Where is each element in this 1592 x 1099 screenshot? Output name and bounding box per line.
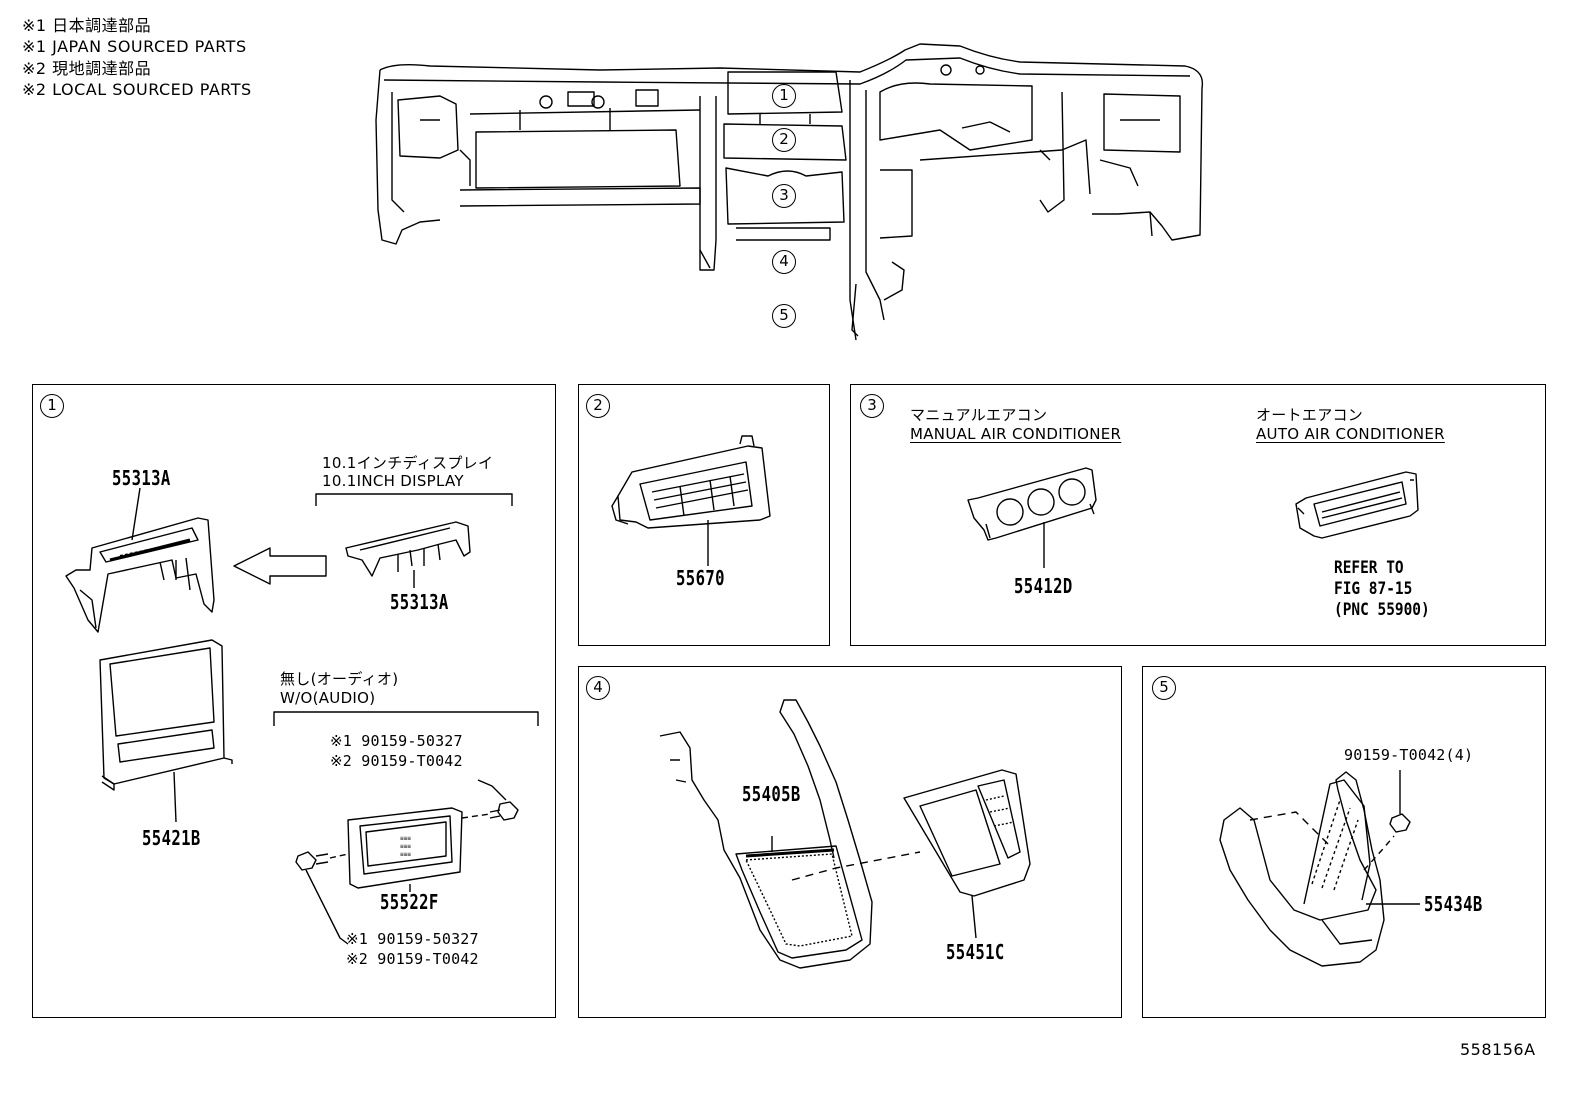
manual-ac-label-jp: マニュアルエアコン	[910, 406, 1048, 424]
panel-1-number: 1	[40, 394, 64, 418]
display-group-bracket	[315, 493, 513, 506]
manual-ac-label-en: MANUAL AIR CONDITIONER	[910, 425, 1122, 443]
part-55412D: 55412D	[1014, 574, 1073, 598]
overview-callout-3: 3	[772, 184, 796, 208]
part-55421B: 55421B	[142, 826, 201, 850]
screw-bottom-part-1: ※1 90159-50327	[346, 930, 479, 948]
audio-group-label-jp: 無し(オーディオ)	[280, 670, 399, 688]
control-55412D-drawing	[967, 467, 1097, 568]
panel-2	[578, 384, 830, 646]
panel-3-number: 3	[860, 394, 884, 418]
overview-callout-2: 2	[772, 128, 796, 152]
part-55522F: 55522F	[380, 890, 439, 914]
note-local-en: ※2 LOCAL SOURCED PARTS	[22, 80, 252, 99]
part-55313A-alt: 55313A	[390, 590, 449, 614]
panel-4-number: 4	[586, 676, 610, 700]
auto-ac-reference-3: (PNC 55900)	[1334, 600, 1430, 620]
auto-ac-label-en: AUTO AIR CONDITIONER	[1256, 425, 1445, 443]
cover-55522F-drawing: ≡≡≡ ≡≡≡ ≡≡≡	[347, 807, 463, 892]
screw-top-drawing	[461, 779, 519, 821]
bezel-55313A-drawing	[65, 517, 215, 633]
screw-55434B-drawing	[1389, 770, 1411, 833]
instrument-panel-reinforcement	[375, 43, 1204, 341]
console-panel-55405B-drawing	[659, 699, 873, 969]
overview-callout-5: 5	[772, 304, 796, 328]
part-55405B: 55405B	[742, 782, 801, 806]
svg-text:≡≡≡: ≡≡≡	[400, 851, 411, 858]
display-group-label-jp: 10.1インチディスプレイ	[322, 454, 494, 472]
note-local-jp: ※2 現地調達部品	[22, 59, 152, 78]
svg-text:≡≡≡: ≡≡≡	[400, 835, 411, 842]
register-55670-drawing	[611, 435, 771, 566]
screw-top-part-2: ※2 90159-T0042	[330, 752, 463, 770]
note-japan-jp: ※1 日本調達部品	[22, 16, 152, 35]
bezel-55313A-alt-drawing	[345, 521, 471, 588]
console-box-55434B-drawing	[1219, 771, 1420, 967]
display-group-label-en: 10.1INCH DISPLAY	[322, 472, 464, 490]
part-55451C: 55451C	[946, 940, 1005, 964]
audio-group-label-en: W/O(AUDIO)	[280, 689, 376, 707]
panel-5-number: 5	[1152, 676, 1176, 700]
console-fitting-line	[791, 851, 921, 881]
auto-ac-control-drawing	[1295, 471, 1419, 539]
screw-bottom-drawing	[295, 851, 349, 945]
panel-4	[578, 666, 1122, 1018]
panel-5	[1142, 666, 1546, 1018]
screw-top-part-1: ※1 90159-50327	[330, 732, 463, 750]
part-55434B: 55434B	[1424, 892, 1483, 916]
part-55313A-main: 55313A	[112, 466, 171, 490]
auto-ac-reference-2: FIG 87-15	[1334, 579, 1413, 599]
shift-panel-55451C-drawing	[903, 769, 1031, 939]
audio-group-bracket	[273, 711, 539, 726]
panel-2-number: 2	[586, 394, 610, 418]
screw-bottom-part-2: ※2 90159-T0042	[346, 950, 479, 968]
panel-1	[32, 384, 556, 1018]
replacement-arrow	[233, 547, 327, 585]
screw-90159-T0042: 90159-T0042(4)	[1344, 746, 1474, 764]
auto-ac-reference-1: REFER TO	[1334, 558, 1404, 578]
panel-3	[850, 384, 1546, 646]
overview-callout-4: 4	[772, 250, 796, 274]
figure-id: 558156A	[1460, 1040, 1536, 1059]
frame-55421B-drawing	[99, 639, 233, 823]
auto-ac-label-jp: オートエアコン	[1256, 406, 1364, 424]
note-japan-en: ※1 JAPAN SOURCED PARTS	[22, 37, 247, 56]
part-55670: 55670	[676, 566, 725, 590]
overview-callout-1: 1	[772, 84, 796, 108]
svg-text:≡≡≡: ≡≡≡	[400, 843, 411, 850]
